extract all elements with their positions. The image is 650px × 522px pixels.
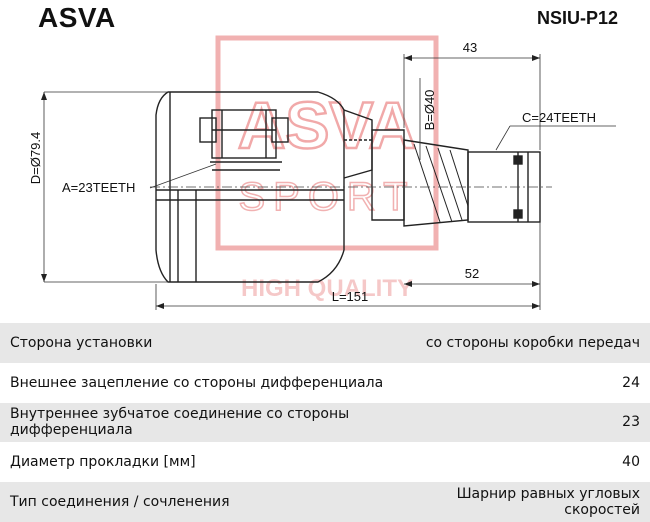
dim-label-length: L=151 — [332, 289, 369, 304]
dim-label-43: 43 — [463, 40, 477, 55]
spec-value: со стороны коробки передач — [408, 323, 650, 363]
dim-label-b-diameter: B=Ø40 — [422, 90, 437, 131]
part-number: NSIU-P12 — [536, 8, 618, 28]
brand-logo: ASVA — [38, 2, 116, 33]
technical-drawing: ASVA SPORT HIGH QUALITY — [28, 35, 616, 310]
watermark-tagline: HIGH QUALITY — [241, 275, 413, 302]
dim-label-a-teeth: A=23TEETH — [62, 180, 135, 195]
spec-label: Диаметр прокладки [мм] — [0, 442, 409, 483]
spec-label: Внутреннее зубчатое соединение со сторон… — [0, 402, 409, 443]
spec-value: Шарнир равных угловых скоростей — [408, 482, 650, 522]
dim-label-d-diameter: D=Ø79.4 — [28, 132, 43, 184]
table-row: Тип соединения / сочленения Шарнир равны… — [0, 482, 650, 522]
table-row: Внешнее зацепление со стороны дифференци… — [0, 362, 650, 403]
spec-value: 23 — [408, 402, 650, 443]
dimension-lines — [43, 54, 616, 310]
table-row: Внутреннее зубчатое соединение со сторон… — [0, 402, 650, 443]
spec-value: 24 — [408, 362, 650, 403]
table-row: Сторона установки со стороны коробки пер… — [0, 323, 650, 363]
spec-label: Сторона установки — [0, 323, 409, 363]
spec-value: 40 — [408, 442, 650, 483]
table-row: Диаметр прокладки [мм] 40 — [0, 442, 650, 483]
watermark-sport: SPORT — [238, 175, 415, 219]
dim-label-c-teeth: C=24TEETH — [522, 110, 596, 125]
spec-label: Тип соединения / сочленения — [0, 482, 409, 522]
spec-label: Внешнее зацепление со стороны дифференци… — [0, 362, 409, 403]
specs-table: Сторона установки со стороны коробки пер… — [0, 323, 650, 522]
dimension-arrows — [41, 55, 540, 309]
watermark-letters: ASVA — [238, 88, 416, 162]
watermark: ASVA SPORT HIGH QUALITY — [215, 35, 439, 302]
dim-label-52: 52 — [465, 266, 479, 281]
